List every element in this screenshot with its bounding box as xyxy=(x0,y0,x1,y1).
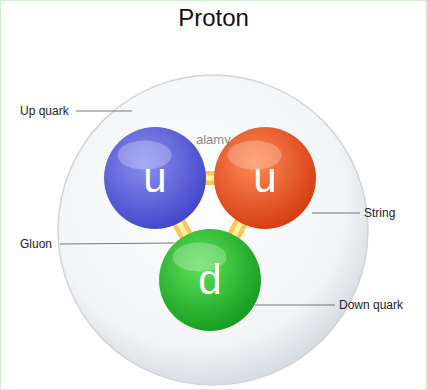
quark-ball: u xyxy=(103,126,207,230)
part-label: Down quark xyxy=(339,298,403,312)
quark-letter: d xyxy=(158,256,262,304)
watermark: alamy xyxy=(196,132,231,147)
diagram-title: Proton xyxy=(0,4,427,32)
quark-ball: d xyxy=(158,228,262,332)
proton-sphere xyxy=(58,75,368,385)
quark-letter: u xyxy=(213,154,317,202)
part-label: Gluon xyxy=(20,237,52,251)
quark-letter: u xyxy=(103,154,207,202)
part-label: String xyxy=(364,206,395,220)
leader-lines xyxy=(60,111,360,305)
part-label: Up quark xyxy=(20,104,69,118)
